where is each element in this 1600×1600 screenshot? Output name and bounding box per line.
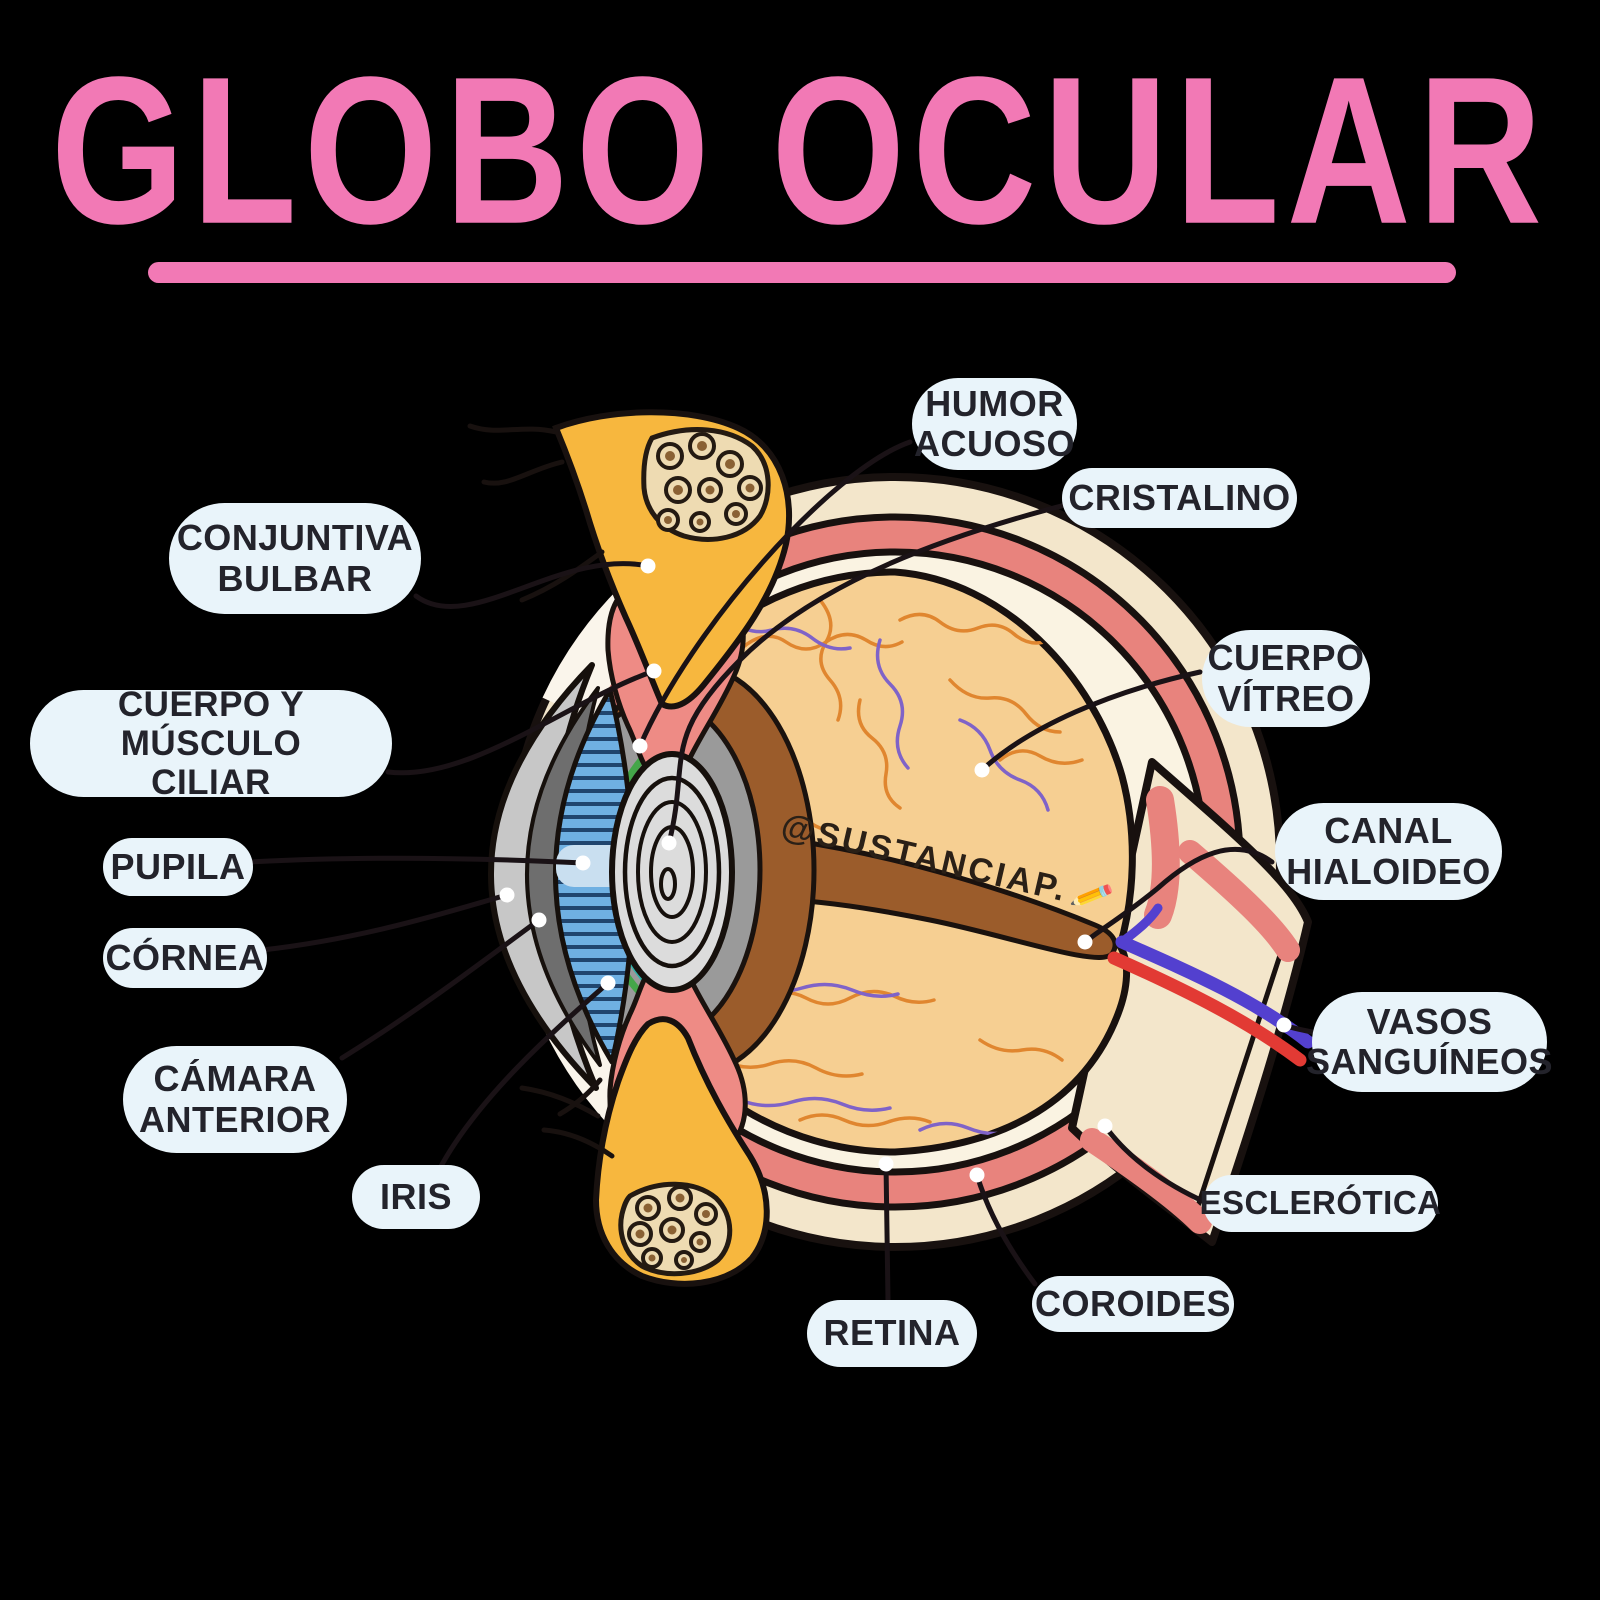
label-retina: RETINA	[807, 1300, 977, 1367]
fat-cells-top	[656, 432, 763, 533]
marker-dots	[499, 558, 1292, 1183]
vein-blue-branch	[1117, 903, 1163, 947]
leader-cristalino	[666, 502, 1068, 846]
leader-humor-acuoso	[637, 439, 913, 749]
label-cornea: CÓRNEA	[103, 928, 267, 988]
label-humor-acuoso: HUMOR ACUOSO	[912, 378, 1077, 470]
rectus-muscle-top	[467, 409, 793, 710]
artery-red	[1107, 951, 1307, 1067]
label-vasos-sanguineos: VASOS SANGUÍNEOS	[1306, 992, 1553, 1092]
leader-camara-anterior	[339, 917, 542, 1061]
leader-cuerpo-ciliar	[385, 668, 657, 776]
label-conjuntiva-bulbar: CONJUNTIVA BULBAR	[169, 503, 421, 614]
leader-canal-hialoideo	[1082, 846, 1275, 945]
label-cristalino: CRISTALINO	[1062, 468, 1297, 528]
choroid-hook	[1144, 786, 1180, 929]
choroid-strip-top	[1178, 840, 1300, 962]
choroid-strip-bottom	[1080, 1128, 1212, 1234]
leader-pupila	[247, 855, 586, 866]
leader-iris	[437, 980, 611, 1171]
rectus-muscle-bottom	[519, 1016, 770, 1287]
leader-retina	[883, 1161, 891, 1303]
label-cuerpo-musculo-ciliar: CUERPO Y MÚSCULO CILIAR	[30, 685, 392, 802]
leader-cuerpo-vitreo	[979, 669, 1203, 773]
tendon-lines-top	[467, 423, 605, 603]
leader-conjuntiva-bulbar	[413, 561, 651, 610]
label-pupila: PUPILA	[103, 838, 253, 896]
label-esclerotica: ESCLERÓTICA	[1200, 1175, 1441, 1232]
label-coroides: COROIDES	[1032, 1276, 1234, 1332]
leader-cornea	[259, 892, 510, 953]
leader-coroides	[974, 1172, 1038, 1287]
title-underline	[148, 262, 1456, 283]
page-title: GLOBO OCULAR	[50, 33, 1550, 268]
leader-esclerotica	[1102, 1123, 1208, 1205]
label-iris: IRIS	[352, 1165, 480, 1229]
label-canal-hialoideo: CANAL HIALOIDEO	[1275, 803, 1502, 900]
anterior-segment	[488, 572, 817, 1168]
tendon-lines-bottom	[519, 1077, 615, 1159]
optic-nerve-inner-line	[1193, 939, 1288, 1213]
lens	[609, 751, 735, 993]
leader-lines	[247, 439, 1315, 1303]
fat-cells-bottom	[627, 1185, 718, 1270]
label-cuerpo-vitreo: CUERPO VÍTREO	[1202, 630, 1370, 727]
label-camara-anterior: CÁMARA ANTERIOR	[123, 1046, 347, 1153]
